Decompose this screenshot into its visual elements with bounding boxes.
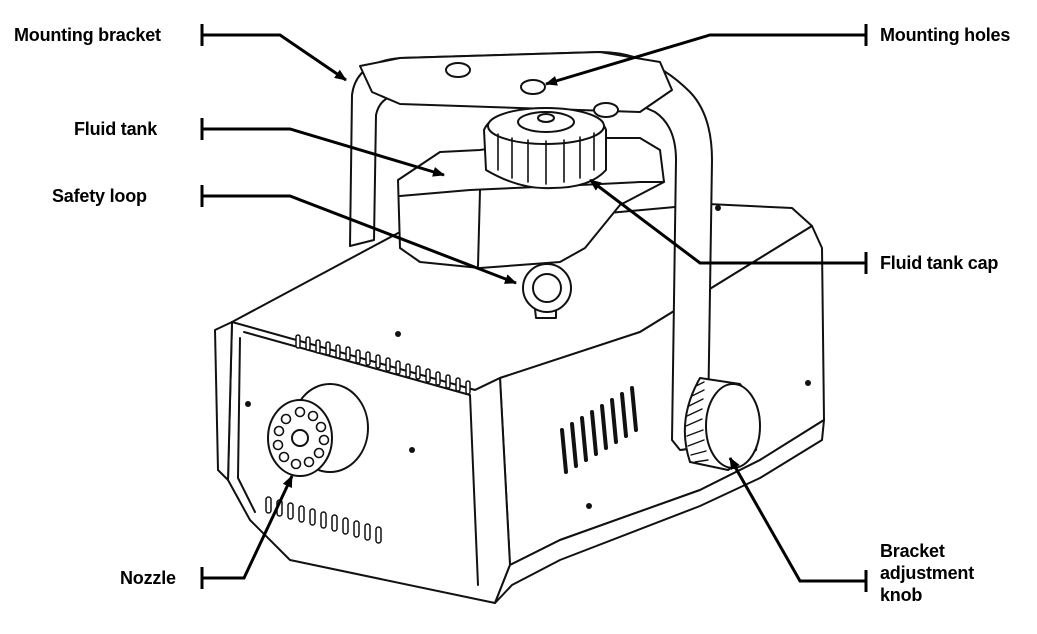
body-left-skirt	[214, 321, 233, 481]
label-mounting-bracket: Mounting bracket	[14, 25, 161, 45]
leader-mounting-holes	[546, 24, 868, 84]
body-base-trim	[494, 419, 825, 604]
bracket-knob-face	[705, 383, 761, 469]
label-bracket-knob-line3: knob	[880, 585, 923, 605]
side-vents	[560, 386, 638, 474]
leader-bracket-knob	[730, 458, 868, 592]
label-fluid-tank-cap: Fluid tank cap	[880, 253, 999, 273]
mounting-hole-3	[593, 102, 619, 118]
front-bottom-vents	[265, 496, 382, 544]
leader-fluid-tank-cap	[590, 180, 868, 274]
label-fluid-tank: Fluid tank	[74, 119, 157, 139]
label-bracket-knob: Bracket adjustment knob	[880, 540, 974, 606]
leader-safety-loop	[200, 185, 516, 283]
label-bracket-knob-line2: adjustment	[880, 563, 975, 583]
label-nozzle: Nozzle	[120, 568, 176, 588]
label-bracket-knob-line1: Bracket	[880, 541, 945, 561]
front-top-vents	[295, 334, 471, 395]
label-mounting-holes: Mounting holes	[880, 25, 1011, 45]
leader-nozzle	[200, 476, 292, 589]
label-safety-loop: Safety loop	[52, 186, 147, 206]
leader-fluid-tank	[200, 118, 444, 175]
mounting-hole-1	[445, 62, 471, 78]
mounting-hole-2	[520, 79, 546, 95]
leader-mounting-bracket	[200, 24, 346, 80]
